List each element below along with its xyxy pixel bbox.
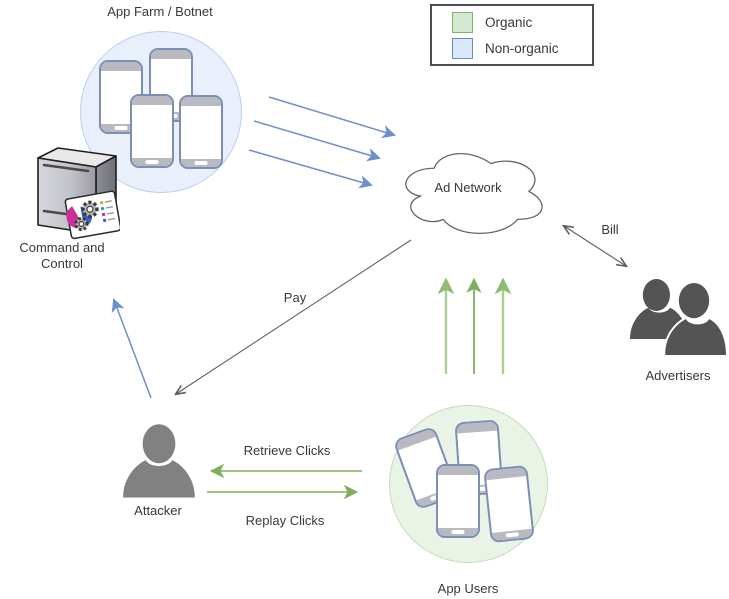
legend-item-nonorganic: Non-organic (452, 37, 592, 59)
arrow-adnetwork-attacker-pay (176, 239, 412, 394)
attacker-person-icon (120, 423, 198, 503)
pay-edge-label: Pay (281, 290, 309, 306)
server-icon (34, 143, 122, 246)
organic-swatch-icon (452, 11, 473, 33)
legend-label-nonorganic: Non-organic (485, 40, 559, 56)
attacker-label: Attacker (134, 503, 182, 518)
command-control-label: Command and Control (19, 240, 104, 272)
command-control-label-line1: Command and (19, 240, 105, 255)
advertisers-label: Advertisers (645, 368, 711, 383)
arrow-appfarm-adnetwork-1 (268, 96, 396, 139)
phone-icon (436, 464, 480, 538)
command-control-label-line2: Control (41, 256, 83, 271)
legend: Organic Non-organic (430, 4, 594, 66)
retrieve-clicks-label: Retrieve Clicks (243, 443, 331, 458)
replay-clicks-label: Replay Clicks (245, 513, 325, 528)
phone-icon (130, 94, 174, 168)
bill-edge-label: Bill (599, 222, 621, 238)
nonorganic-swatch-icon (452, 37, 473, 59)
legend-label-organic: Organic (485, 14, 533, 30)
advertisers-people-icon (630, 274, 728, 361)
arrow-attacker-c2 (111, 298, 152, 399)
arrow-appfarm-adnetwork-2 (253, 120, 381, 162)
arrow-appfarm-adnetwork-3 (248, 149, 373, 189)
app-farm-label: App Farm / Botnet (107, 4, 213, 19)
ad-network-label: Ad Network (434, 180, 502, 195)
phone-icon (483, 464, 535, 544)
app-users-label: App Users (437, 581, 499, 596)
legend-item-organic: Organic (452, 11, 592, 33)
phone-icon (179, 95, 223, 169)
